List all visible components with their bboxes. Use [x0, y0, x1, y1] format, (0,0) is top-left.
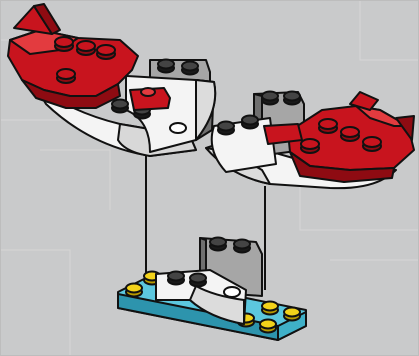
- right-wing-assembly: [206, 92, 414, 189]
- left-wing-assembly: [8, 4, 215, 156]
